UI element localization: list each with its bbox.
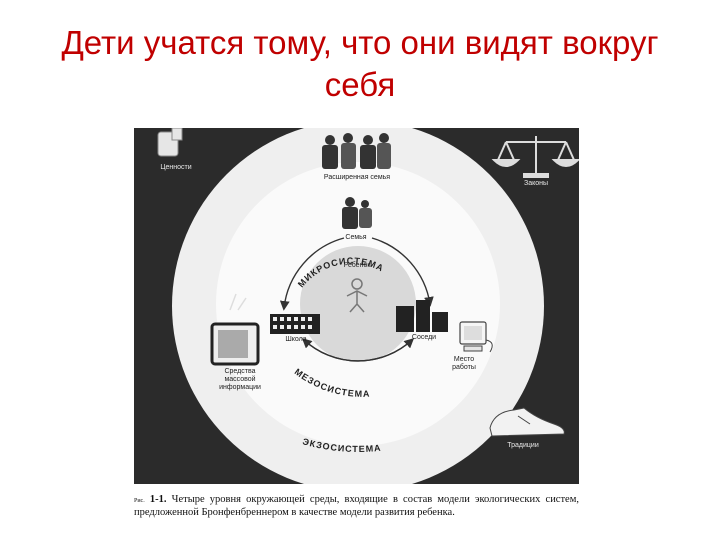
caption-prefix: Рис.	[134, 498, 145, 504]
slide-title: Дети учатся тому, что они видят вокруг с…	[0, 22, 720, 106]
family-label: Семья	[345, 234, 367, 241]
mass-media-label-line-2: массовой	[224, 376, 256, 383]
child-icon	[346, 278, 368, 313]
slide-title-line-2: себя	[324, 66, 396, 103]
workplace-label-line-2: работы	[452, 364, 476, 371]
neighbors-label: Соседи	[411, 334, 437, 341]
school-building-icon	[270, 314, 320, 334]
child-label: Ребенок	[343, 262, 371, 269]
figure-caption: Рис. 1-1. Четыре уровня окружающей среды…	[134, 494, 579, 519]
mass-media-label-line-3: информации	[219, 384, 261, 391]
diagram-svg: МИКРОСИСТЕМА МЕЗОСИСТЕМА ЭКЗОСИСТЕМА	[157, 128, 579, 484]
television-icon	[210, 293, 260, 366]
caption-text: Четыре уровня окружающей среды, входящие…	[134, 494, 579, 518]
extended-family-icon	[322, 133, 391, 169]
caption-figure-number: 1-1.	[149, 494, 167, 505]
ecological-systems-figure: МИКРОСИСТЕМА МЕЗОСИСТЕМА ЭКЗОСИСТЕМА Цен…	[134, 128, 579, 484]
mass-media-label-line-1: Средства	[224, 368, 256, 375]
values-label: Ценности	[160, 164, 192, 171]
slide-title-line-1: Дети учатся тому, что они видят вокруг	[61, 24, 659, 61]
workplace-label-line-1: Место	[453, 356, 475, 363]
extended-family-label: Расширенная семья	[323, 174, 391, 181]
laws-label: Законы	[523, 180, 549, 187]
microsystem-ring	[300, 246, 416, 362]
sneaker-icon	[489, 407, 565, 437]
values-statue-icon	[157, 128, 183, 157]
mesosystem-arrows	[279, 237, 434, 362]
mass-media-label: Средства массовой информации	[210, 368, 270, 392]
scales-of-justice-icon	[491, 136, 579, 178]
workplace-computer-icon	[459, 321, 493, 353]
family-icon	[342, 197, 372, 229]
school-label: Школа	[285, 336, 307, 343]
workplace-label: Место работы	[442, 356, 486, 372]
traditions-label: Традиции	[507, 442, 539, 449]
neighbors-houses-icon	[396, 300, 448, 332]
